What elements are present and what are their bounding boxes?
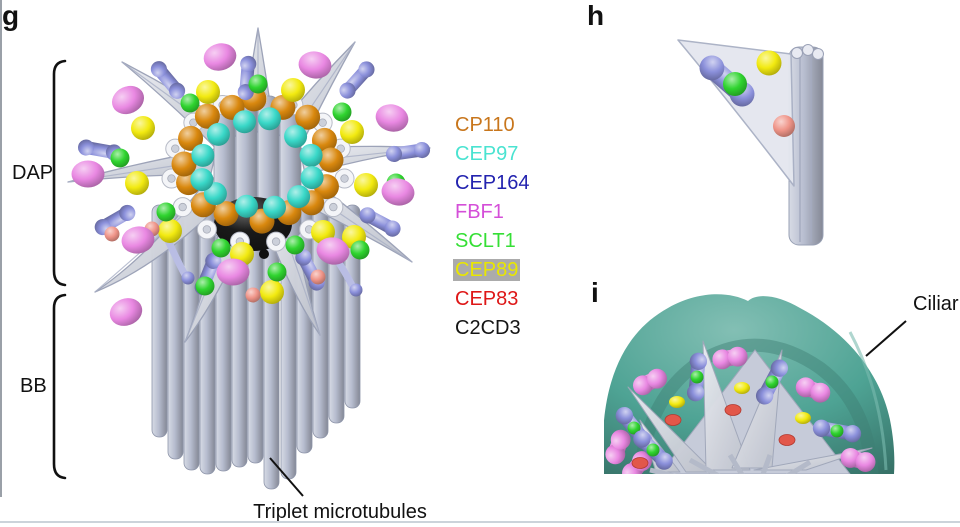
bb-region-label: BB xyxy=(20,375,47,397)
ciliary-membrane-label: Ciliar xyxy=(913,293,959,315)
legend-item-cep97: CEP97 xyxy=(455,143,519,165)
annotation-graphics xyxy=(52,59,907,497)
appendage-blade-fan xyxy=(627,340,873,474)
cep89-spheres xyxy=(125,78,378,304)
legend-item-cep164: CEP164 xyxy=(455,172,530,194)
legend-item-sclt1: SCLT1 xyxy=(455,230,516,252)
bottom-edge-line xyxy=(0,521,960,523)
fbf1-blobs xyxy=(71,43,415,326)
legend-item-cp110: CP110 xyxy=(455,114,515,136)
panel-h-single-appendage xyxy=(677,39,824,246)
cep97-ring xyxy=(190,107,324,219)
triplet-microtubules-label: Triplet microtubules xyxy=(253,501,427,523)
left-edge-line xyxy=(0,0,2,497)
panel-label-h: h xyxy=(587,0,605,31)
panel-i-ciliary-membrane-model xyxy=(604,294,895,474)
triplet-pointer-line xyxy=(269,457,304,497)
panel-g-basal-body-model xyxy=(67,27,431,490)
dap-region-label: DAP xyxy=(12,162,54,184)
panel-label-g: g xyxy=(2,0,20,31)
ciliary-pointer-line xyxy=(865,320,907,357)
bb-bracket xyxy=(52,293,67,480)
panel-i-protein-decor xyxy=(605,346,876,474)
legend-item-cep89: CEP89 xyxy=(453,259,521,281)
dap-bracket xyxy=(52,59,67,287)
legend-item-cep83: CEP83 xyxy=(455,288,519,310)
legend-item-c2cd3: C2CD3 xyxy=(455,317,521,339)
protein-legend: CP110 CEP97 CEP164 FBF1 SCLT1 CEP89 CEP8… xyxy=(453,111,532,343)
legend-item-fbf1: FBF1 xyxy=(455,201,504,223)
panel-label-i: i xyxy=(591,277,599,308)
